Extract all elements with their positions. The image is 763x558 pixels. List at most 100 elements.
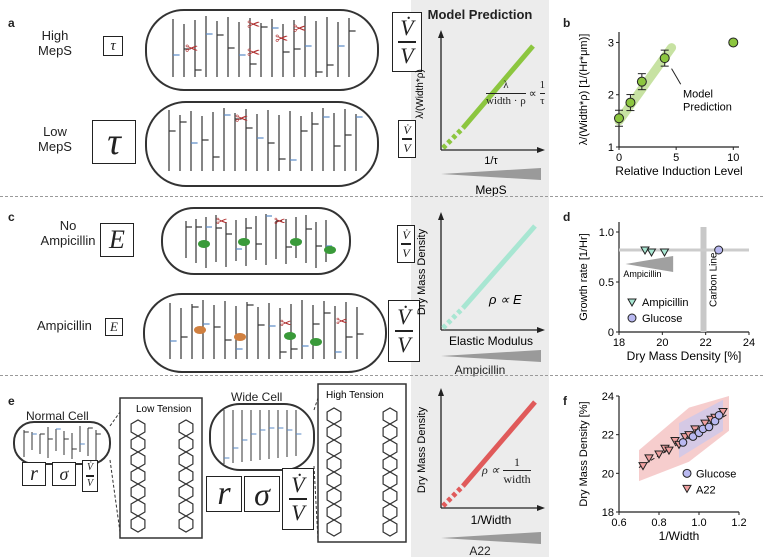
- y-axis-label: Growth rate [1/Hr]: [578, 233, 590, 320]
- legend-glucose: Glucose: [696, 468, 736, 480]
- ampicillin-point: [646, 248, 657, 258]
- cells-panel-c: ✂ ✂ ✂ ✂: [143, 207, 387, 373]
- x-tick-label: 22: [700, 337, 712, 349]
- ampicillin-inset-gradient: [625, 256, 674, 272]
- a22-point: [644, 454, 654, 463]
- x-tick-label: 20: [656, 337, 668, 349]
- panel-label-a: a: [8, 16, 15, 30]
- cells-panel-a: ✂ ✂ ✂ ✂ ✂ ✂: [145, 9, 379, 187]
- x-axis-label: Relative Induction Level: [615, 164, 742, 178]
- vdot-over-v-small-e: V̇ V: [82, 460, 98, 492]
- data-point: [625, 97, 636, 108]
- scissors-icon: ✂: [280, 315, 292, 331]
- formula3-prop: ρ ∝: [482, 463, 500, 477]
- cell-high-meps: [145, 9, 379, 91]
- scissors-icon: ✂: [336, 313, 348, 329]
- model1-ylabel: λ/(Width*ρ): [415, 69, 426, 119]
- wide-cell: [209, 403, 315, 471]
- vdot-over-v-large-e: V̇ V: [282, 468, 314, 530]
- y-tick-label: 3: [608, 37, 614, 49]
- x-tick-label: 0.8: [651, 517, 666, 529]
- annotation-line2: Prediction: [683, 101, 732, 113]
- panel-label-c: c: [8, 210, 15, 224]
- formula3-num: 1: [514, 455, 521, 469]
- scissors-icon: ✂: [185, 41, 198, 58]
- model-line-dashed: [441, 126, 465, 150]
- normal-cell-title: Normal Cell: [26, 409, 89, 423]
- vdot-num: V̇: [397, 304, 411, 330]
- y-tick-label: 22: [602, 430, 614, 442]
- x-tick-label: 0: [616, 152, 622, 164]
- r-symbol-small: r: [22, 462, 46, 486]
- vdot-num: V̇: [403, 123, 411, 138]
- vdot-over-v-large-c: V̇ V: [388, 300, 420, 362]
- x-tick-label: 1.0: [691, 517, 706, 529]
- model-plot-2: Dry Mass Density Elastic Modulus ρ ∝ E: [416, 212, 545, 362]
- x-axis-label: Dry Mass Density [%]: [627, 349, 742, 363]
- model1-xlabel: 1/τ: [484, 155, 498, 167]
- sigma-symbol-small: σ: [52, 462, 76, 486]
- legend-glucose-marker: [627, 313, 637, 323]
- annotation-arrow: [671, 68, 682, 85]
- x-axis-label: 1/Width: [659, 529, 700, 543]
- x-tick-label: 0.6: [611, 517, 626, 529]
- y-tick-label: 18: [602, 507, 614, 519]
- legend-glucose: Glucose: [642, 313, 682, 325]
- a22-gradient-label: A22: [469, 544, 491, 558]
- glucose-point: [710, 416, 720, 426]
- scissors-icon: ✂: [274, 213, 286, 229]
- scissors-icons-a: ✂ ✂ ✂ ✂ ✂ ✂: [185, 17, 306, 128]
- x-tick-label: 24: [743, 337, 755, 349]
- vdot-num: V̇: [86, 462, 94, 474]
- y-tick-label: 2: [608, 90, 614, 102]
- model3-xlabel: 1/Width: [471, 513, 512, 527]
- meps-gradient-label: MepS: [475, 183, 506, 196]
- vdot-num: V̇: [291, 472, 305, 498]
- a22-gradient: [441, 532, 541, 544]
- formula3-den: width: [503, 472, 531, 486]
- enzyme-icons-c: ✂ ✂ ✂ ✂: [194, 213, 348, 346]
- y-axis-label: Dry Mass Density [%]: [578, 401, 590, 506]
- glucose-point: [688, 432, 698, 441]
- vdot-num: V̇: [400, 15, 414, 41]
- x-tick-label: 18: [613, 337, 625, 349]
- high-label-line2: MepS: [38, 43, 72, 58]
- scissors-icon: ✂: [293, 21, 306, 38]
- annotation-line1: Model: [683, 88, 713, 100]
- cell-low-meps: [145, 101, 379, 187]
- e-symbol-large: E: [100, 223, 134, 257]
- data-point: [636, 76, 647, 87]
- r-symbol-large: r: [206, 475, 242, 512]
- vdot-den: V: [400, 42, 414, 68]
- vdot-den: V: [402, 245, 410, 260]
- scissors-icon: ✂: [275, 31, 288, 48]
- low-tension-zoom: [119, 397, 203, 539]
- legend-glucose-marker: [682, 468, 692, 478]
- a22-point: [638, 462, 648, 471]
- cell-ampicillin: [143, 293, 387, 373]
- model2-ylabel: Dry Mass Density: [416, 228, 428, 315]
- data-point: [659, 53, 670, 64]
- e-symbol-small: E: [105, 318, 123, 336]
- y-axis-label: λ/(Width*ρ) [1/(Hr*μm)]: [578, 34, 590, 146]
- model3-ylabel: Dry Mass Density: [416, 406, 428, 493]
- scissors-icon: ✂: [235, 111, 248, 128]
- x-tick-label: 10: [727, 152, 739, 164]
- ampicillin-gradient-label: Ampicillin: [454, 363, 506, 377]
- tau-symbol-small: τ: [103, 36, 123, 56]
- low-label-line1: Low: [43, 124, 67, 139]
- meps-gradient: [441, 168, 541, 180]
- wide-cell-title: Wide Cell: [231, 390, 283, 404]
- formula-rhs-num: 1: [539, 79, 546, 91]
- scissors-icon: ✂: [247, 45, 260, 62]
- panel-label-d: d: [563, 210, 571, 224]
- x-tick-label: 5: [673, 152, 679, 164]
- model2-xlabel: Elastic Modulus: [449, 334, 533, 348]
- y-tick-label: 0.5: [599, 277, 614, 289]
- no-amp-line2: Ampicillin: [40, 233, 96, 248]
- row-separator-1: [0, 196, 763, 197]
- legend-a22: A22: [696, 484, 716, 496]
- y-tick-label: 0: [608, 327, 614, 339]
